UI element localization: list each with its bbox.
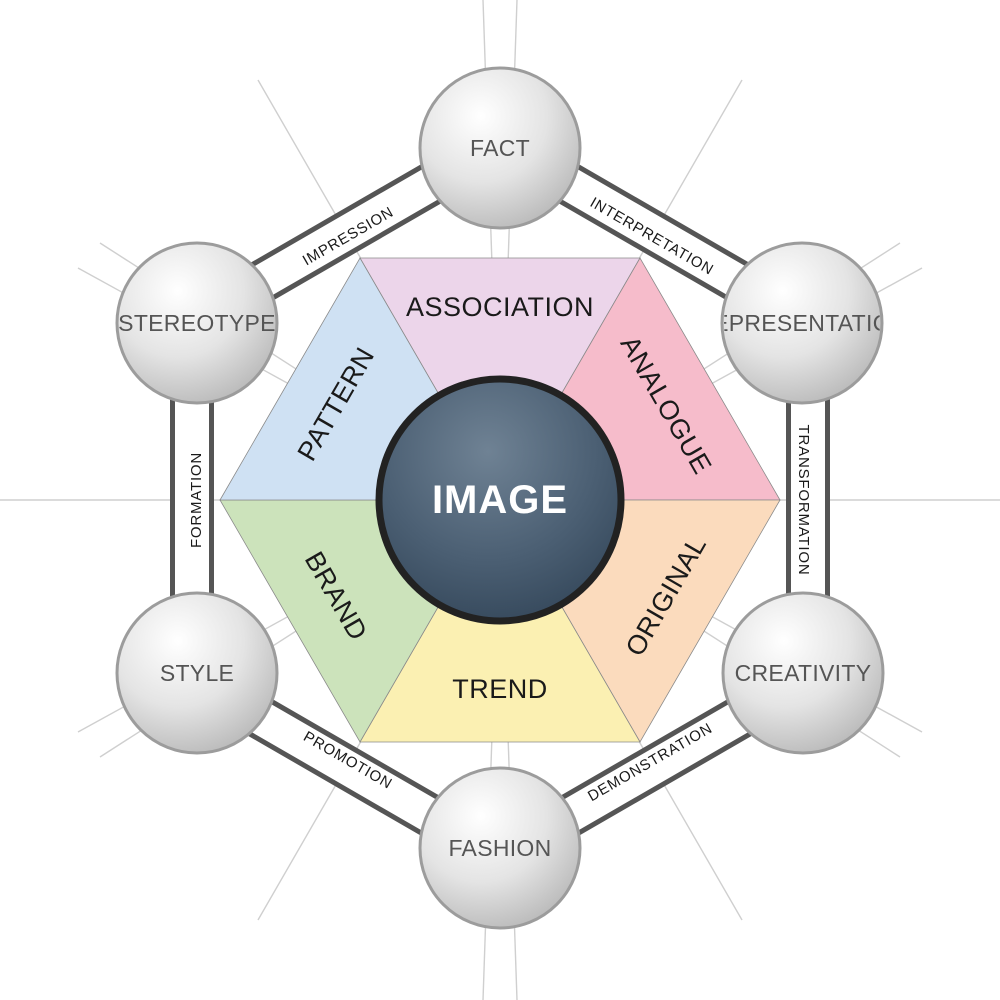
node-label-fashion: FASHION	[448, 835, 551, 861]
node-label-fact: FACT	[470, 135, 530, 161]
edge-label-formation: FORMATION	[188, 452, 205, 548]
segment-label-association: ASSOCIATION	[406, 292, 594, 322]
node-label-stereotype: STEREOTYPE	[118, 310, 276, 336]
node-label-representation: EPRESENTATIO	[713, 310, 891, 336]
node-stereotype: STEREOTYPE	[115, 241, 279, 405]
segment-label-trend: TREND	[452, 674, 548, 704]
node-style: STYLE	[115, 591, 279, 755]
edge-label-transformation: TRANSFORMATION	[795, 425, 812, 576]
node-fashion: FASHION	[418, 766, 582, 930]
node-label-creativity: CREATIVITY	[735, 660, 872, 686]
node-representation: EPRESENTATIO	[713, 241, 891, 405]
center-node: IMAGE	[375, 375, 625, 625]
node-creativity: CREATIVITY	[721, 591, 885, 755]
center-circle	[375, 375, 625, 625]
node-label-style: STYLE	[160, 660, 234, 686]
center-label: IMAGE	[432, 478, 568, 522]
node-fact: FACT	[418, 66, 582, 230]
vertex-nodes: FACT EPRESENTATIO CREATIVITY FASHION STY…	[115, 66, 891, 930]
